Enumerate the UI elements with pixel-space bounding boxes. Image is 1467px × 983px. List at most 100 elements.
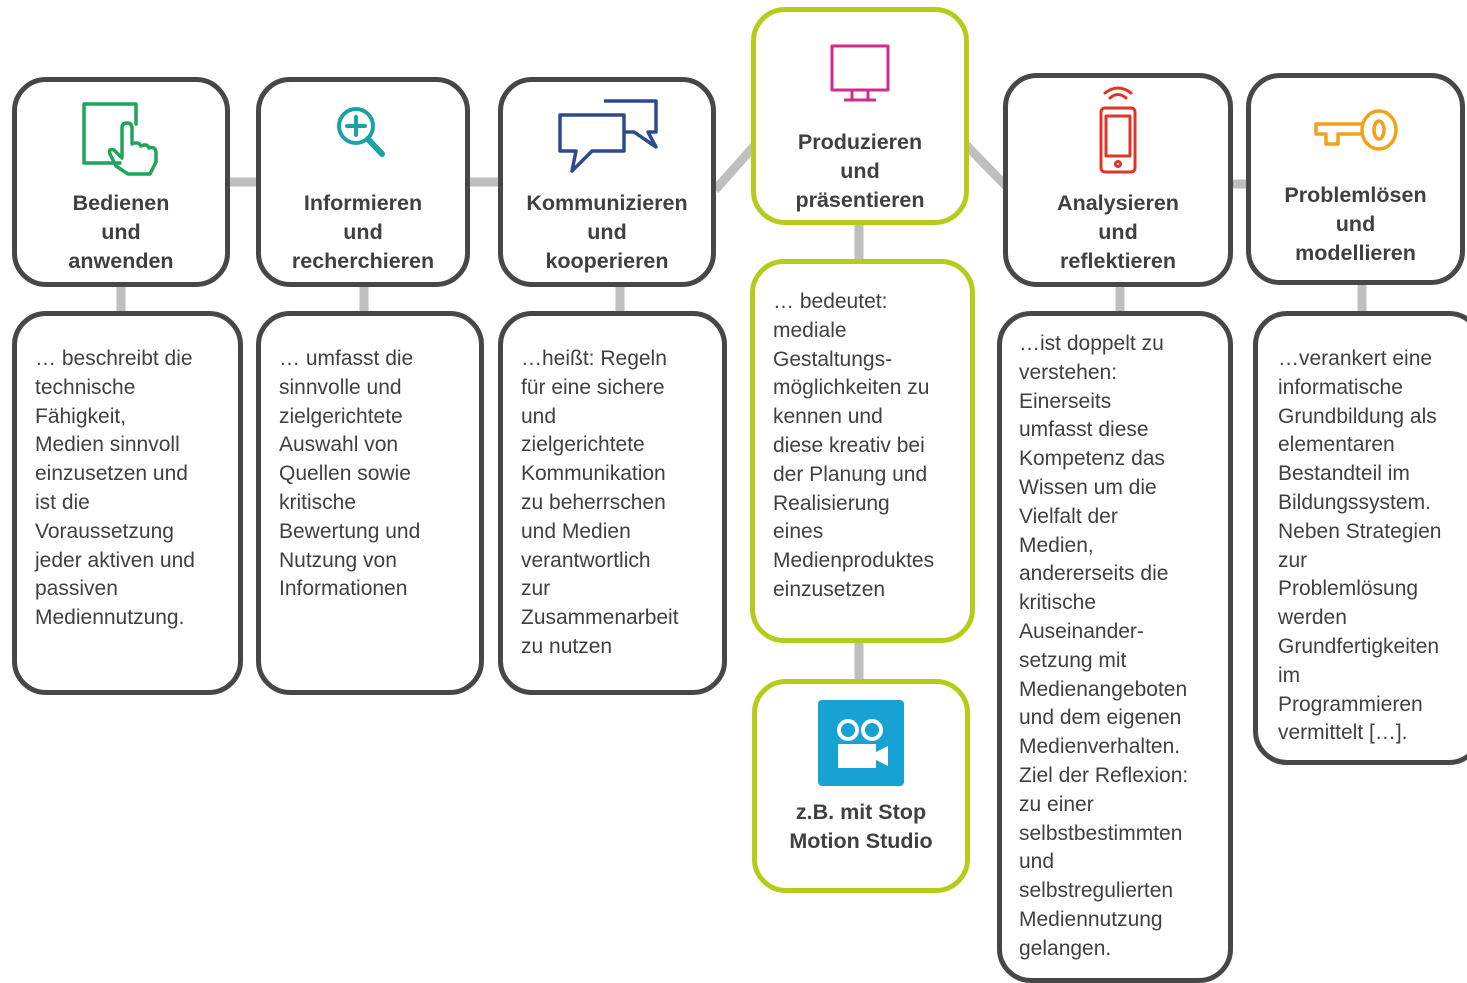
title-line: modellieren	[1295, 241, 1416, 265]
touch-tablet-icon-graphic	[82, 101, 158, 176]
desc-line: Informationen	[279, 577, 408, 601]
card-title: Informieren und recherchieren	[292, 189, 434, 276]
desc-line: Medienproduktes	[773, 549, 935, 573]
desc-line: zu nutzen	[521, 634, 613, 658]
desc-line: und	[521, 404, 557, 428]
app-example: z.B. mit Stop Motion Studio	[757, 684, 965, 856]
connector-4-5	[961, 140, 1010, 190]
desc-line: verantwortlich	[521, 548, 651, 572]
desc-line: Problemlösung	[1278, 577, 1419, 601]
desc-line: jeder aktiven und	[35, 548, 195, 572]
desc-line: Bildungssystem.	[1278, 490, 1431, 514]
desc-line: umfasst diese	[1019, 418, 1149, 442]
title-line: und	[587, 220, 627, 244]
desc-line: verstehen:	[1019, 360, 1118, 384]
title-line: Bedienen	[72, 191, 170, 215]
title-line: Analysieren	[1057, 191, 1179, 215]
description-card-kommunizieren: …heißt: Regeln für eine sichere und ziel…	[498, 311, 727, 695]
desc-line: mediale	[773, 318, 847, 342]
desc-line: werden	[1278, 606, 1347, 630]
desc-line: elementaren	[1278, 433, 1395, 457]
desc-line: und dem eigenen	[1019, 706, 1182, 730]
description-card-analysieren: …ist doppelt zu verstehen: Einerseits um…	[997, 311, 1233, 983]
title-line: recherchieren	[291, 249, 435, 273]
desc-line: Medien sinnvoll	[35, 433, 180, 457]
desc-line: Mediennutzung	[1019, 907, 1163, 931]
desc-line: Voraussetzung	[35, 519, 174, 543]
app-label-line: z.B. mit Stop	[795, 800, 927, 824]
monitor-icon	[756, 12, 964, 128]
desc-line: möglichkeiten zu	[773, 376, 930, 400]
title-line: Informieren	[303, 191, 423, 215]
title-line: und	[1335, 212, 1376, 236]
desc-line: selbstregulierten	[1019, 879, 1174, 903]
desc-line: Medien,	[1019, 533, 1094, 557]
key-icon-graphic	[1313, 108, 1398, 151]
title-line: und	[1098, 220, 1138, 244]
desc-line: Realisierung	[773, 491, 890, 515]
competency-card-problemloesen: Problemlösen und modellieren	[1246, 73, 1465, 285]
stop-motion-camera-icon	[818, 700, 904, 786]
card-header: Kommunizieren und kooperieren	[503, 82, 711, 276]
desc-line: zu einer	[1019, 792, 1094, 816]
card-description: … bedeutet: mediale Gestaltungs- möglich…	[755, 264, 970, 605]
description-card-bedienen: … beschreibt die technische Fähigkeit, M…	[12, 311, 243, 695]
speech-bubbles-icon	[503, 82, 711, 189]
desc-line: Kompetenz das	[1019, 447, 1165, 471]
magnifier-plus-icon-graphic	[337, 106, 385, 157]
desc-line: … beschreibt die	[35, 347, 193, 370]
desc-line: technische	[35, 375, 136, 399]
desc-line: Bestandteil im	[1278, 462, 1410, 486]
desc-line: Gestaltungs-	[773, 347, 893, 371]
title-line: und	[840, 159, 880, 183]
card-description: …verankert eine informatische Grundbildu…	[1258, 316, 1467, 748]
desc-line: zu beherrschen	[521, 490, 666, 514]
stop-motion-camera-icon-graphic	[837, 719, 888, 768]
description-card-produzieren: … bedeutet: mediale Gestaltungs- möglich…	[750, 259, 975, 643]
desc-line: kritische	[1019, 591, 1097, 615]
desc-line: und	[1019, 850, 1055, 874]
desc-line: Zusammenarbeit	[521, 606, 679, 630]
card-description: … beschreibt die technische Fähigkeit, M…	[17, 316, 238, 633]
card-description: …ist doppelt zu verstehen: Einerseits um…	[1002, 316, 1228, 964]
monitor-icon-graphic	[830, 44, 890, 102]
desc-line: Ziel der Reflexion:	[1019, 763, 1189, 787]
desc-line: der Planung und	[773, 462, 928, 486]
description-card-informieren: … umfasst die sinnvolle und zielgerichte…	[256, 311, 484, 695]
desc-line: Wissen um die	[1019, 475, 1157, 499]
competency-card-kommunizieren: Kommunizieren und kooperieren	[498, 77, 716, 287]
card-header: Bedienen und anwenden	[17, 82, 225, 276]
competency-card-analysieren: Analysieren und reflektieren	[1003, 73, 1233, 287]
desc-line: Einerseits	[1019, 389, 1112, 413]
desc-line: …ist doppelt zu	[1019, 332, 1164, 355]
magnifier-plus-icon	[261, 82, 465, 189]
speech-bubbles-icon-graphic	[558, 98, 658, 173]
desc-line: selbstbestimmten	[1019, 821, 1183, 845]
title-line: Problemlösen	[1284, 183, 1427, 207]
desc-line: Grundbildung als	[1278, 404, 1437, 428]
desc-line: einzusetzen und	[35, 462, 188, 486]
title-line: und	[101, 220, 141, 244]
desc-line: Auseinander-	[1019, 619, 1144, 643]
card-title: Problemlösen und modellieren	[1284, 181, 1426, 268]
desc-line: einzusetzen	[773, 577, 886, 601]
card-title: Kommunizieren und kooperieren	[526, 189, 687, 276]
competency-card-bedienen: Bedienen und anwenden	[12, 77, 230, 287]
desc-line: …verankert eine	[1278, 347, 1433, 370]
desc-line: … umfasst die	[279, 347, 414, 370]
card-description: … umfasst die sinnvolle und zielgerichte…	[261, 316, 479, 604]
desc-line: Mediennutzung.	[35, 606, 185, 630]
desc-line: vermittelt […].	[1278, 721, 1408, 745]
card-header: Analysieren und reflektieren	[1008, 78, 1228, 276]
connector-3-4	[711, 141, 760, 193]
title-line: Produzieren	[797, 130, 923, 154]
card-header: Produzieren und präsentieren	[756, 12, 964, 215]
smartphone-signal-icon	[1008, 78, 1228, 189]
desc-line: Auswahl von	[279, 433, 399, 457]
touch-tablet-icon	[17, 82, 225, 189]
desc-line: setzung mit	[1019, 648, 1127, 672]
desc-line: …heißt: Regeln	[521, 347, 667, 370]
title-line: kooperieren	[545, 249, 669, 273]
desc-line: eines	[773, 520, 824, 544]
